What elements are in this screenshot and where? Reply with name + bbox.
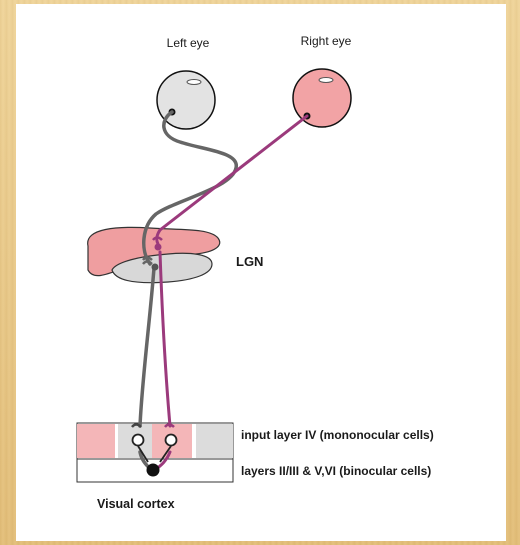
left-eye-label: Left eye <box>167 36 210 50</box>
right-eye-label: Right eye <box>301 34 352 48</box>
visual-cortex-label: Visual cortex <box>97 497 175 511</box>
lgn-label: LGN <box>236 254 263 269</box>
binocular-layers-label: layers II/III & V,VI (binocular cells) <box>241 464 431 478</box>
left-eye-pathway <box>140 112 236 470</box>
right-eye-pathway <box>155 116 307 470</box>
input-layer-label: input layer IV (mononocular cells) <box>241 428 434 442</box>
